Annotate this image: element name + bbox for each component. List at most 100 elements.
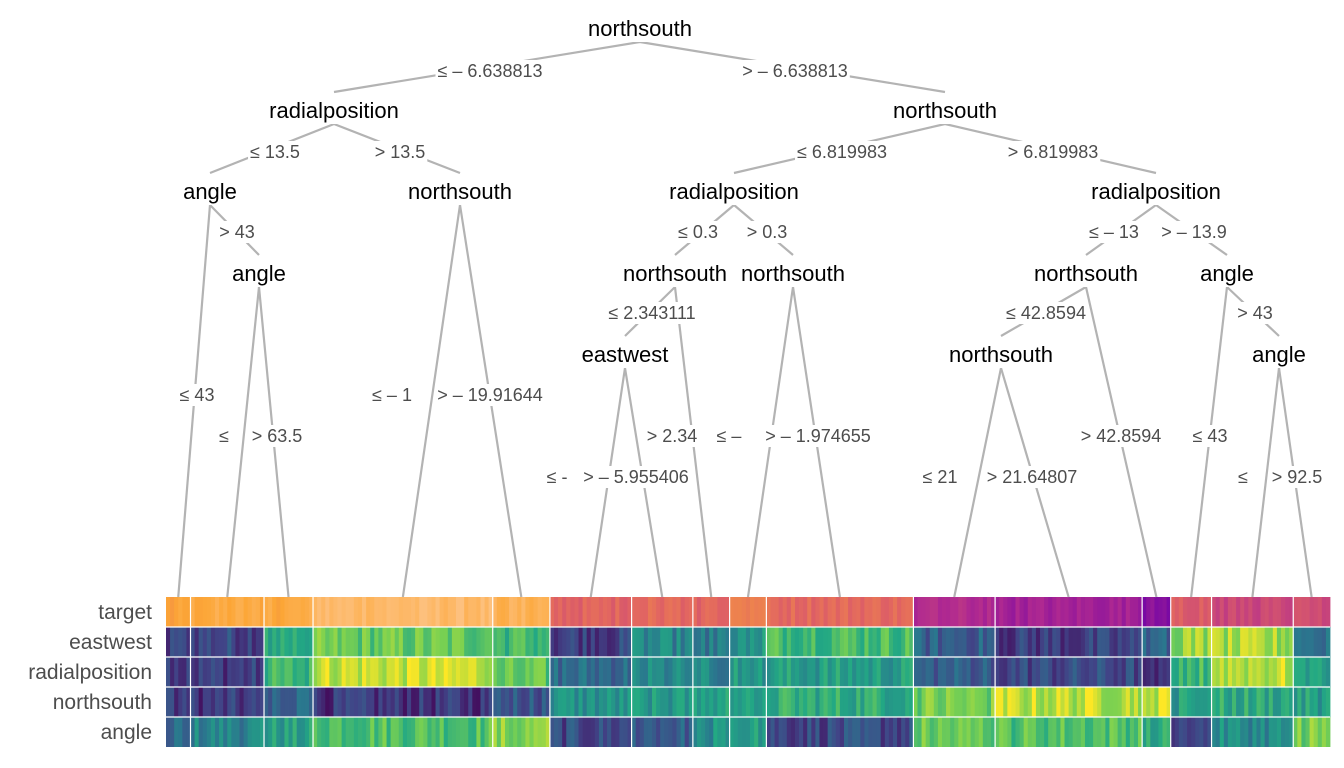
heatmap-cell-northsouth-leaf10-8 <box>799 687 804 717</box>
heatmap-cell-northsouth-leaf4-21 <box>398 687 404 717</box>
heatmap-cell-radialposition-leaf13-1 <box>1146 657 1151 687</box>
heatmap-cell-eastwest-leaf12-23 <box>1089 627 1094 657</box>
heatmap-cell-northsouth-leaf2-9 <box>227 687 232 717</box>
heatmap-cell-target-leaf10-33 <box>901 597 906 627</box>
heatmap-cell-northsouth-leaf12-24 <box>1093 687 1098 717</box>
heatmap-cell-radialposition-leaf16-1 <box>1297 657 1302 687</box>
heatmap-cell-northsouth-leaf3-8 <box>296 687 302 717</box>
heatmap-cell-radialposition-leaf11-18 <box>986 657 992 687</box>
heatmap-cell-target-leaf3-8 <box>296 597 302 627</box>
heatmap-cell-angle-leaf15-14 <box>1268 717 1274 747</box>
heatmap-cell-target-leaf15-4 <box>1227 597 1233 627</box>
heatmap-cell-target-leaf2-8 <box>223 597 228 627</box>
heatmap-cell-northsouth-leaf4-17 <box>382 687 387 717</box>
heatmap-cell-northsouth-leaf14-6 <box>1195 687 1200 717</box>
heatmap-cell-angle-leaf10-27 <box>876 717 882 747</box>
heatmap-cell-angle-leaf7-8 <box>664 717 669 747</box>
tree-node-bg <box>890 97 1000 124</box>
heatmap-cell-eastwest-leaf6-19 <box>627 627 632 657</box>
heatmap-cell-eastwest-leaf8-3 <box>705 627 710 657</box>
heatmap-cell-northsouth-leaf10-31 <box>892 687 898 717</box>
heatmap-cell-radialposition-leaf6-3 <box>562 657 567 687</box>
edge-n14-leaf11 <box>953 367 1003 598</box>
heatmap-cell-northsouth-leaf1-5 <box>186 687 191 717</box>
heatmap-cell-radialposition-leaf4-11 <box>357 657 363 687</box>
heatmap-cell-angle-leaf2-0 <box>190 717 195 747</box>
tree-node-n3: northsouth <box>893 98 997 123</box>
heatmap-cell-northsouth-leaf7-8 <box>664 687 669 717</box>
heatmap-cell-eastwest-leaf7-0 <box>631 627 637 657</box>
heatmap-cell-northsouth-leaf13-4 <box>1158 687 1163 717</box>
heatmap-cell-northsouth-leaf2-1 <box>194 687 200 717</box>
heatmap-cell-angle-leaf15-6 <box>1236 717 1241 747</box>
heatmap-cell-angle-leaf2-17 <box>259 717 265 747</box>
heatmap-cell-target-leaf12-30 <box>1117 597 1123 627</box>
heatmap-cell-target-leaf4-6 <box>337 597 343 627</box>
heatmap-cell-target-leaf11-4 <box>929 597 935 627</box>
heatmap-cell-radialposition-leaf12-1 <box>999 657 1004 687</box>
heatmap-cell-target-leaf8-3 <box>705 597 710 627</box>
heatmap-cell-angle-leaf15-4 <box>1227 717 1233 747</box>
heatmap-cell-target-leaf3-9 <box>300 597 306 627</box>
heatmap-cell-angle-leaf2-9 <box>227 717 232 747</box>
heatmap-cell-northsouth-leaf10-22 <box>856 687 861 717</box>
row-label-northsouth: northsouth <box>53 691 152 714</box>
heatmap-cell-radialposition-leaf12-34 <box>1133 657 1139 687</box>
heatmap-cell-radialposition-leaf4-15 <box>374 657 379 687</box>
heatmap-cell-northsouth-leaf12-2 <box>1003 687 1008 717</box>
heatmap-cell-target-leaf4-8 <box>345 597 351 627</box>
heatmap-cell-target-leaf12-35 <box>1138 597 1143 627</box>
heatmap-cell-northsouth-leaf4-1 <box>317 687 322 717</box>
heatmap-cell-angle-leaf11-13 <box>966 717 971 747</box>
heatmap-cell-radialposition-leaf10-29 <box>884 657 890 687</box>
edge-label-n4-n6: > 43 <box>219 222 255 242</box>
heatmap-cell-angle-leaf12-26 <box>1101 717 1106 747</box>
heatmap-cell-northsouth-leaf4-5 <box>333 687 338 717</box>
heatmap-cell-eastwest-leaf12-31 <box>1121 627 1127 657</box>
heatmap-cell-angle-leaf4-37 <box>464 717 469 747</box>
edge-label-bg <box>217 425 232 447</box>
heatmap-cell-target-leaf8-2 <box>701 597 706 627</box>
heatmap-cell-angle-leaf10-13 <box>819 717 824 747</box>
heatmap-cell-target-leaf4-27 <box>423 597 428 627</box>
heatmap-cell-eastwest-leaf4-35 <box>455 627 461 657</box>
heatmap-cell-northsouth-leaf1-3 <box>178 687 183 717</box>
heatmap-cell-northsouth-leaf8-6 <box>717 687 722 717</box>
heatmap-cell-angle-leaf4-4 <box>329 717 334 747</box>
heatmap-cell-target-leaf4-41 <box>480 597 485 627</box>
heatmap-cell-eastwest-leaf8-6 <box>717 627 722 657</box>
heatmap-cell-eastwest-leaf4-33 <box>447 627 453 657</box>
heatmap-cell-northsouth-leaf11-18 <box>986 687 992 717</box>
heatmap-cell-angle-leaf12-5 <box>1015 717 1020 747</box>
heatmap-cell-radialposition-leaf4-23 <box>406 657 412 687</box>
heatmap-cell-northsouth-leaf10-1 <box>770 687 775 717</box>
heatmap-cell-northsouth-leaf12-1 <box>999 687 1004 717</box>
heatmap-cell-target-leaf14-5 <box>1191 597 1196 627</box>
heatmap-cell-eastwest-leaf12-28 <box>1109 627 1114 657</box>
heatmap-cell-target-leaf10-22 <box>856 597 861 627</box>
heatmap-cell-northsouth-leaf8-0 <box>692 687 698 717</box>
heatmap-cell-radialposition-leaf7-1 <box>635 657 641 687</box>
heatmap-cell-northsouth-leaf4-40 <box>476 687 481 717</box>
heatmap-cell-eastwest-leaf1-2 <box>174 627 179 657</box>
heatmap-cell-target-leaf4-15 <box>374 597 379 627</box>
edge-label-n15-leaf16: > 92.5 <box>1272 467 1323 487</box>
heatmap-cell-radialposition-leaf3-7 <box>292 657 298 687</box>
heatmap-cell-eastwest-leaf9-7 <box>758 627 763 657</box>
edge-label-n6-leaf3: > 63.5 <box>252 426 303 446</box>
heatmap-cell-angle-leaf12-0 <box>995 717 1000 747</box>
heatmap-cell-target-leaf6-4 <box>566 597 571 627</box>
heatmap-cell-radialposition-leaf2-3 <box>202 657 208 687</box>
heatmap-cell-target-leaf10-16 <box>831 597 837 627</box>
heatmap-cell-northsouth-leaf13-3 <box>1154 687 1159 717</box>
heatmap-cell-northsouth-leaf2-7 <box>219 687 224 717</box>
heatmap-cell-northsouth-leaf12-11 <box>1040 687 1045 717</box>
heatmap-cell-eastwest-leaf10-30 <box>888 627 894 657</box>
heatmap-cell-northsouth-leaf5-11 <box>537 687 543 717</box>
tree-node-bg <box>585 15 695 42</box>
heatmap-cell-angle-leaf7-11 <box>676 717 682 747</box>
heatmap-cell-northsouth-leaf8-5 <box>713 687 718 717</box>
heatmap-cell-northsouth-leaf10-11 <box>811 687 816 717</box>
tree-node-bg <box>1249 341 1309 368</box>
